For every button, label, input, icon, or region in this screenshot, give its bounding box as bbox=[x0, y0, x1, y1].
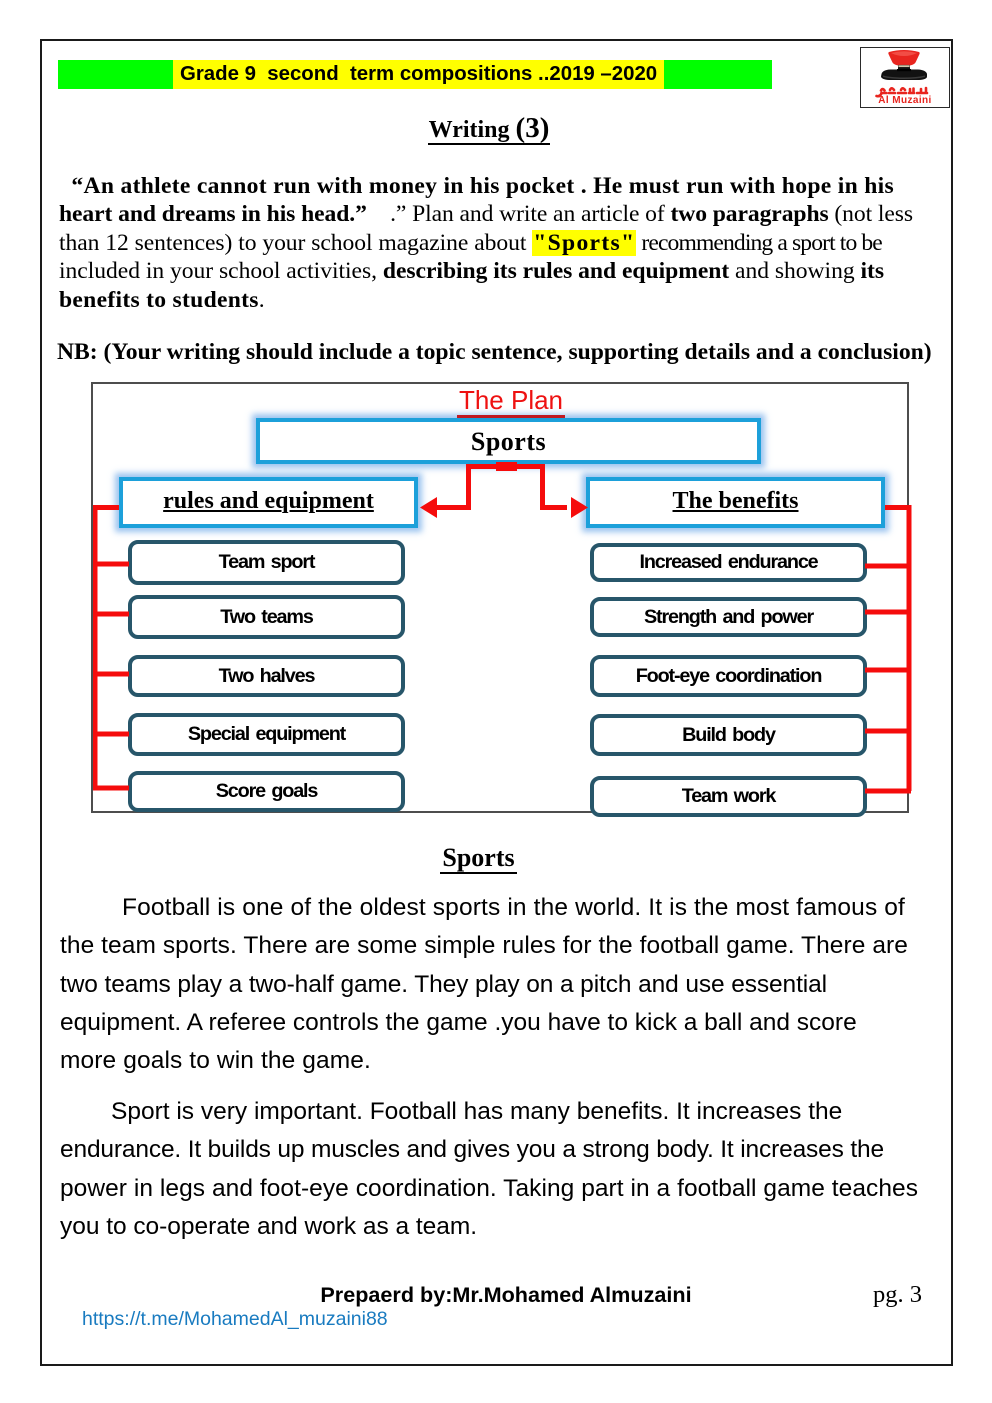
svg-text:Al Muzaini: Al Muzaini bbox=[878, 95, 931, 106]
